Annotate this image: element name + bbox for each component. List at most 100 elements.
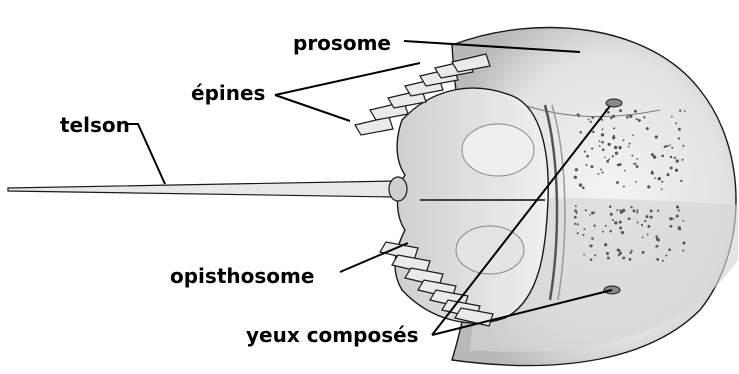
speckle-dot: [675, 122, 677, 124]
speckle-dot: [574, 209, 577, 212]
speckle-dot: [642, 237, 644, 239]
speckle-dot: [591, 211, 594, 214]
speckle-dot: [627, 114, 629, 116]
speckle-dot: [601, 119, 603, 121]
speckle-dot: [594, 212, 596, 214]
speckle-dot: [655, 135, 658, 138]
label-epines: épines: [191, 83, 265, 103]
speckle-dot: [629, 143, 631, 145]
speckle-dot: [642, 251, 645, 254]
speckle-dot: [632, 134, 634, 136]
speckle-dot: [645, 215, 648, 218]
speckle-dot: [626, 116, 629, 119]
speckle-dot: [650, 216, 653, 219]
speckle-dot: [668, 248, 671, 251]
speckle-dot: [646, 127, 649, 130]
speckle-dot: [607, 111, 610, 114]
speckle-dot: [682, 250, 684, 252]
speckle-dot: [670, 225, 673, 228]
speckle-dot: [638, 119, 641, 122]
speckle-dot: [585, 209, 587, 211]
speckle-dot: [636, 165, 639, 168]
speckle-dot: [682, 242, 685, 245]
speckle-dot: [679, 109, 681, 111]
speckle-dot: [631, 155, 633, 157]
speckle-dot: [589, 244, 592, 247]
speckle-dot: [662, 260, 664, 262]
speckle-dot: [605, 225, 607, 227]
speckle-dot: [606, 252, 609, 255]
speckle-dot: [601, 133, 604, 136]
label-opisthosome: opisthosome: [170, 266, 314, 286]
speckle-dot: [647, 234, 649, 236]
speckle-dot: [579, 183, 582, 186]
speckle-dot: [679, 228, 682, 231]
speckle-dot: [612, 115, 615, 118]
speckle-dot: [616, 181, 619, 184]
speckle-dot: [608, 158, 610, 160]
speckle-dot: [666, 145, 668, 147]
speckle-dot: [575, 205, 577, 207]
speckle-dot: [590, 121, 592, 123]
speckle-dot: [672, 218, 674, 220]
speckle-dot: [661, 188, 663, 190]
speckle-dot: [669, 144, 671, 146]
speckle-dot: [583, 254, 585, 256]
speckle-dot: [647, 185, 650, 188]
speckle-dot: [602, 148, 605, 151]
speckle-dot: [613, 127, 615, 129]
speckle-dot: [623, 186, 625, 188]
speckle-dot: [665, 255, 667, 257]
speckle-dot: [584, 151, 586, 153]
speckle-dot: [623, 139, 625, 141]
speckle-dot: [655, 235, 658, 238]
speckle-dot: [618, 253, 620, 255]
speckle-dot: [635, 181, 637, 183]
speckle-dot: [682, 145, 684, 147]
speckle-dot: [680, 180, 682, 182]
speckle-dot: [654, 177, 656, 179]
speckle-dot: [617, 249, 620, 252]
speckle-dot: [630, 206, 632, 208]
speckle-dot: [619, 109, 622, 112]
speckle-dot: [619, 226, 622, 229]
speckle-dot: [599, 140, 601, 142]
speckle-dot: [637, 209, 639, 211]
speckle-dot: [588, 118, 590, 120]
speckle-dot: [586, 164, 588, 166]
speckle-dot: [656, 258, 659, 261]
speckle-dot: [678, 137, 680, 139]
speckle-dot: [621, 231, 624, 234]
speckle-dot: [604, 243, 607, 246]
speckle-dot: [650, 209, 653, 212]
spine: [355, 117, 393, 135]
speckle-dot: [609, 205, 612, 208]
speckle-dot: [670, 156, 672, 158]
speckle-dot: [633, 209, 636, 212]
speckle-dot: [591, 237, 593, 239]
speckle-dot: [653, 155, 656, 158]
speckle-dot: [630, 115, 633, 118]
speckle-dot: [644, 220, 646, 222]
speckle-dot: [636, 211, 638, 213]
speckle-dot: [606, 160, 609, 163]
speckle-dot: [661, 154, 664, 157]
speckle-dot: [586, 155, 589, 158]
speckle-dot: [602, 171, 604, 173]
speckle-dot: [619, 221, 622, 224]
speckle-dot: [612, 219, 614, 221]
speckle-dot: [577, 223, 579, 225]
speckle-dot: [657, 210, 659, 212]
speckle-dot: [676, 159, 679, 162]
speckle-dot: [591, 148, 593, 150]
speckle-dot: [624, 170, 626, 172]
label-prosome: prosome: [293, 33, 391, 53]
speckle-dot: [661, 181, 663, 183]
speckle-dot: [682, 220, 684, 222]
leader-epines-1: [275, 63, 420, 95]
speckle-dot: [615, 152, 618, 155]
speckle-dot: [671, 116, 673, 118]
speckle-dot: [657, 239, 660, 242]
speckle-dot: [636, 118, 638, 120]
